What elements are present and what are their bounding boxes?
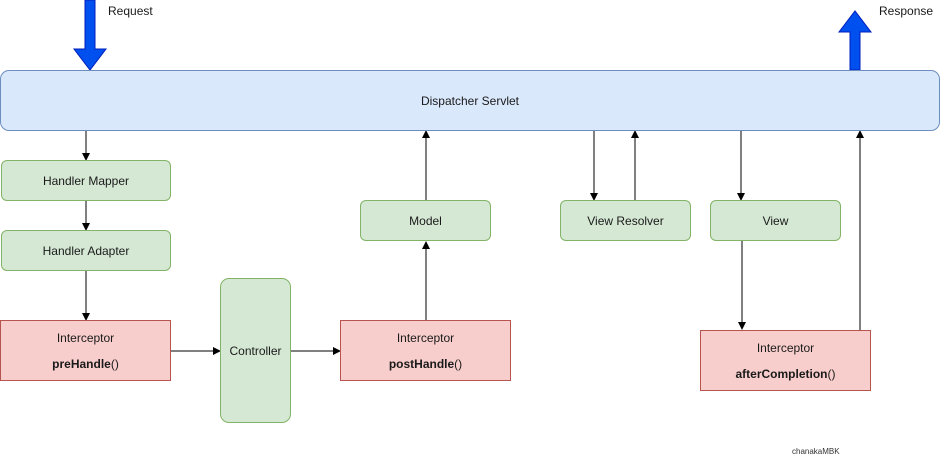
- interceptor-aftercompletion-title: Interceptor: [756, 340, 815, 355]
- view-box: View: [710, 200, 841, 241]
- response-label: Response: [879, 4, 934, 18]
- model-label: Model: [409, 213, 442, 228]
- response-arrow: [837, 10, 873, 71]
- interceptor-prehandle-method-line: preHandle(): [52, 357, 119, 371]
- handler-adapter-box: Handler Adapter: [1, 230, 171, 271]
- interceptor-posthandle-method-line: postHandle(): [389, 357, 462, 371]
- handler-adapter-label: Handler Adapter: [42, 243, 130, 258]
- posthandle-method-name: postHandle: [388, 356, 455, 371]
- interceptor-posthandle-title: Interceptor: [396, 330, 455, 345]
- request-label: Request: [108, 4, 153, 18]
- controller-label: Controller: [229, 343, 282, 358]
- interceptor-aftercompletion-method-line: afterCompletion(): [735, 367, 835, 381]
- dispatcher-servlet-box: Dispatcher Servlet: [0, 70, 940, 131]
- handler-mapper-box: Handler Mapper: [1, 160, 171, 201]
- view-resolver-box: View Resolver: [560, 200, 691, 241]
- model-box: Model: [360, 200, 491, 241]
- interceptor-posthandle-box: Interceptor postHandle(): [340, 320, 511, 381]
- view-label: View: [762, 213, 789, 228]
- posthandle-method-parens: (): [454, 356, 463, 371]
- prehandle-method-name: preHandle: [52, 356, 111, 371]
- handler-mapper-label: Handler Mapper: [42, 173, 130, 188]
- author-watermark: chanakaMBK: [792, 447, 840, 456]
- interceptor-aftercompletion-box: Interceptor afterCompletion(): [700, 330, 871, 391]
- interceptor-prehandle-box: Interceptor preHandle(): [0, 320, 171, 381]
- aftercompletion-method-parens: (): [827, 366, 836, 381]
- request-arrow: [72, 0, 108, 71]
- controller-box: Controller: [220, 278, 291, 423]
- aftercompletion-method-name: afterCompletion: [735, 366, 828, 381]
- interceptor-prehandle-title: Interceptor: [56, 330, 115, 345]
- view-resolver-label: View Resolver: [587, 213, 664, 228]
- dispatcher-servlet-label: Dispatcher Servlet: [420, 93, 520, 108]
- prehandle-method-parens: (): [110, 356, 119, 371]
